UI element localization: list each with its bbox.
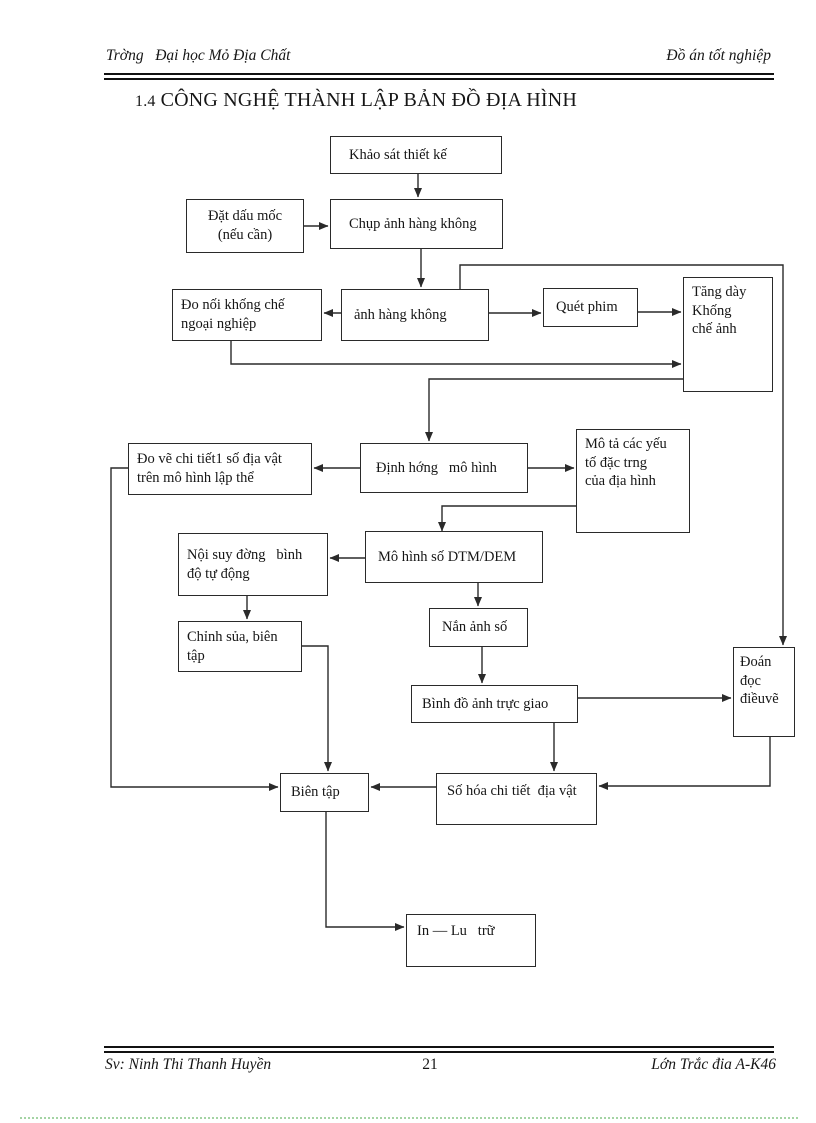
node-tang-day-khong-che-anh: Tăng dày Khống chế ảnh (683, 277, 773, 392)
node-nan-anh-so: Nắn ảnh số (429, 608, 528, 647)
footer-rule (104, 1046, 774, 1053)
node-chinh-sua-bien-tap: Chỉnh sủa, biên tập (178, 621, 302, 672)
header-doc-type: Đồ án tốt nghiệp (666, 47, 771, 64)
node-quet-phim: Quét phim (543, 288, 638, 327)
header-rule (104, 73, 774, 80)
node-mo-hinh-so-dtm-dem: Mô hình số DTM/DEM (365, 531, 543, 583)
node-chup-anh-hang-khong: Chụp ảnh hàng không (330, 199, 503, 249)
node-mo-ta-cac-yeu-to: Mô tả các yếu tố đặc trng của địa hình (576, 429, 690, 533)
bottom-dotted-rule (20, 1117, 798, 1119)
header-school: Trờng Đại học Mỏ Địa Chất (106, 47, 291, 64)
node-in-luu-tru: In — Lu trữ (406, 914, 536, 967)
node-bien-tap: Biên tập (280, 773, 369, 812)
node-binh-do-anh-truc-giao: Bình đồ ảnh trực giao (411, 685, 578, 723)
node-dat-dau-moc: Đặt dấu mốc (nếu cần) (186, 199, 304, 253)
node-do-noi-khong-che: Đo nối khống chế ngoại nghiệp (172, 289, 322, 341)
node-do-ve-chi-tiet: Đo vẽ chi tiết1 số địa vật trên mô hình … (128, 443, 312, 495)
node-so-hoa-chi-tiet: Số hóa chi tiết địa vật (436, 773, 597, 825)
footer-page-number: 21 (422, 1056, 438, 1073)
node-anh-hang-khong: ảnh hàng không (341, 289, 489, 341)
footer-student: Sv: Ninh Thi Thanh Huyền (105, 1056, 272, 1073)
section-number: 1.4 (135, 93, 156, 110)
node-dinh-huong-mo-hinh: Định hớng mô hình (360, 443, 528, 493)
node-doan-doc-dieu-ve: Đoán đọc điềuvẽ (733, 647, 795, 737)
footer-class: Lớn Trắc đia A-K46 (651, 1056, 776, 1073)
node-noi-suy-duong-binh-do: Nội suy đờng bình độ tự động (178, 533, 328, 596)
section-title-text: CÔNG NGHỆ THÀNH LẬP BẢN ĐỒ ĐỊA HÌNH (160, 89, 578, 111)
node-khao-sat-thiet-ke: Khảo sát thiết kế (330, 136, 502, 174)
